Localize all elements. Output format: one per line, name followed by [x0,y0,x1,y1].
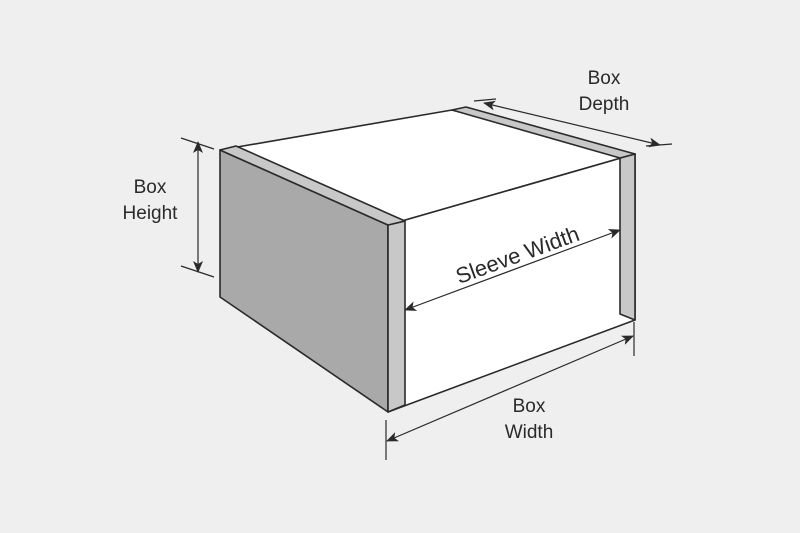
box-height-label: Box Height [123,177,179,224]
sleeve-band-back [619,153,636,321]
sleeve-band-top-front [219,145,406,226]
box-height-label-line2: Height [123,203,179,224]
box-depth-extension-left [473,98,497,102]
box-depth-arrow [483,100,661,148]
box-width-label-line2: Width [505,422,554,443]
box-height-label-line1: Box [134,177,167,198]
box-depth-label-line1: Box [588,68,621,89]
box-width-label-line1: Box [513,396,546,417]
box-width-label: Box Width [505,396,554,443]
box-width-arrow [386,335,634,442]
dimension-lines [180,98,673,460]
box-depth-label: Box Depth [579,68,630,115]
box-depth-label-line2: Depth [579,94,630,115]
sleeve-width-arrow [404,229,621,311]
box-shape [219,106,636,413]
sleeve-band-front [387,220,406,413]
